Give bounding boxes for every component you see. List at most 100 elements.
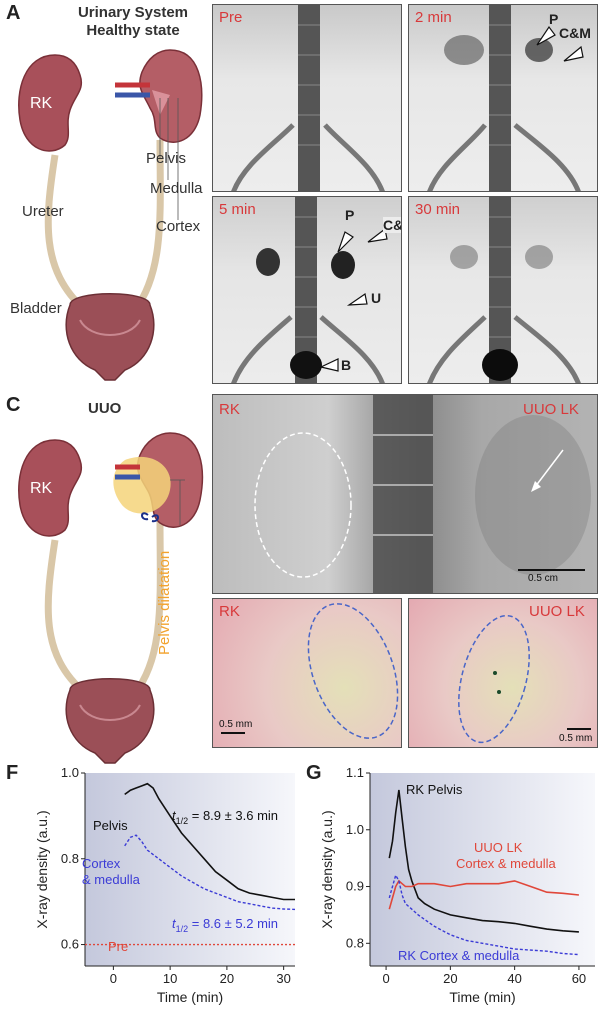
- annotation-cm-2min: C&M: [559, 25, 591, 41]
- x-tick-label: 20: [443, 971, 457, 986]
- dilated-pelvis: [113, 456, 171, 514]
- xray-label-2min: 2 min: [415, 9, 452, 26]
- right-ureter: [132, 139, 164, 313]
- panel-letter-a: A: [6, 2, 21, 24]
- series-line-0: [388, 789, 579, 933]
- panel-c-title: UUO: [88, 400, 122, 417]
- y-tick-label: 1.1: [346, 765, 364, 780]
- panel-d-uuo-label: UUO LK: [523, 401, 579, 418]
- x-tick-label: 20: [220, 971, 234, 986]
- x-tick-label: 60: [572, 971, 586, 986]
- legend-cortex-line2: & medulla: [82, 872, 141, 887]
- y-tick-label: 0.8: [61, 851, 79, 866]
- histology-rk: RK 0.5 mm: [212, 598, 402, 748]
- panel-letter-c: C: [6, 394, 21, 416]
- arrow-p-5min: [337, 231, 354, 253]
- annotation-half-life-cortex: t1/2 = 8.6 ± 5.2 min: [172, 916, 278, 934]
- series-line-1: [124, 834, 296, 911]
- xray-label-pre: Pre: [219, 9, 243, 26]
- uuo-arrow: [534, 449, 564, 488]
- urinary-system-uuo-illustration: [18, 432, 204, 764]
- panel-a-medulla-label: Medulla: [150, 180, 203, 197]
- xray-label-5min: 5 min: [219, 201, 256, 218]
- left-ureter: [44, 154, 88, 313]
- panel-e-scalebar-left: 0.5 mm: [219, 719, 253, 730]
- rk-outline: [254, 432, 352, 578]
- arrow-u-5min: [346, 292, 368, 306]
- panel-a-bladder-label: Bladder: [10, 300, 62, 317]
- y-axis-label: X-ray density (a.u.): [319, 810, 335, 928]
- panel-letter-g: G: [306, 762, 322, 784]
- panel-a-ureter-label: Ureter: [22, 203, 64, 220]
- right-kidney: [139, 49, 203, 143]
- panel-e-scalebar-right: 0.5 mm: [559, 733, 593, 744]
- legend-rk-cortex: RK Cortex & medulla: [398, 948, 520, 963]
- y-tick-label: 0.6: [61, 937, 79, 952]
- legend-rk-pelvis: RK Pelvis: [406, 782, 463, 797]
- right-kidney-pelvis: [152, 90, 170, 115]
- xray-frame-pre: Pre: [212, 4, 402, 192]
- annotation-u-5min: U: [371, 290, 382, 306]
- y-tick-label: 1.0: [346, 822, 364, 837]
- left-kidney-uuo: [18, 439, 82, 537]
- right-ureter-uuo: [132, 519, 164, 696]
- legend-pre: Pre: [108, 939, 128, 954]
- xray-label-30min: 30 min: [415, 201, 461, 218]
- bladder: [65, 293, 155, 381]
- x-axis-label: Time (min): [157, 989, 223, 1005]
- panel-e-rk-label: RK: [219, 603, 240, 620]
- panel-letter-f: F: [6, 762, 19, 784]
- panel-c-rk-label: RK: [30, 480, 53, 497]
- pelvis-dilatation-label: Pelvis dilatation: [156, 550, 173, 655]
- panel-a-title: Urinary System Healthy state: [58, 4, 208, 40]
- histology-uuo-lk: UUO LK 0.5 mm: [408, 598, 598, 748]
- uuo-xray-image: RK UUO LK 0.5 cm: [212, 394, 598, 594]
- panel-a-rk-label: RK: [30, 95, 53, 112]
- urinary-system-healthy-illustration: [18, 49, 203, 381]
- panel-a-title-line2: Healthy state: [86, 22, 180, 39]
- panel-e-uuo-label: UUO LK: [529, 603, 585, 620]
- plot-area: [370, 773, 595, 966]
- annotation-cm-5min: C&M: [383, 217, 401, 233]
- x-axis-label: Time (min): [449, 989, 515, 1005]
- annotation-half-life-pelvis: t1/2 = 8.9 ± 3.6 min: [172, 808, 278, 826]
- panel-d-rk-label: RK: [219, 401, 240, 418]
- legend-uuo-line2: Cortex & medulla: [456, 856, 556, 871]
- panel-a-pelvis-label: Pelvis: [146, 150, 187, 167]
- panel-a-cortex-label: Cortex: [156, 218, 201, 235]
- x-tick-label: 10: [163, 971, 177, 986]
- legend-pelvis: Pelvis: [93, 818, 128, 833]
- rk-medulla-outline: [307, 603, 399, 739]
- panel-d-scalebar-label: 0.5 cm: [528, 573, 559, 584]
- arrow-b-5min: [319, 358, 339, 372]
- legend-uuo-line1: UUO LK: [474, 840, 523, 855]
- arrow-p-2min: [536, 25, 556, 46]
- x-tick-label: 0: [110, 971, 117, 986]
- series-line-0: [124, 782, 295, 901]
- ureter-ligation: [141, 512, 159, 523]
- x-tick-label: 30: [276, 971, 290, 986]
- legend-cortex-line1: Cortex: [82, 856, 121, 871]
- left-kidney: [18, 54, 82, 152]
- y-axis-label: X-ray density (a.u.): [34, 810, 50, 928]
- annotation-p-5min: P: [345, 207, 355, 223]
- annotation-p-2min: P: [549, 11, 559, 27]
- xray-frame-30min: 30 min: [408, 196, 598, 384]
- series-line-1: [388, 879, 579, 910]
- panel-a-title-line1: Urinary System: [77, 4, 189, 21]
- xray-frame-2min: 2 min P C&M: [408, 4, 598, 192]
- y-tick-label: 0.8: [346, 935, 364, 950]
- x-tick-label: 0: [382, 971, 389, 986]
- arrow-cm-2min: [563, 45, 584, 62]
- y-tick-label: 0.9: [346, 879, 364, 894]
- annotation-b-5min: B: [341, 357, 352, 373]
- y-tick-label: 1.0: [61, 765, 79, 780]
- arrow-cm-5min: [367, 227, 388, 243]
- xray-frame-5min: 5 min P C&M U B: [212, 196, 402, 384]
- left-ureter-uuo: [44, 539, 88, 696]
- plot-area: [85, 773, 295, 966]
- x-tick-label: 40: [507, 971, 521, 986]
- uuo-medulla-outline: [458, 614, 530, 744]
